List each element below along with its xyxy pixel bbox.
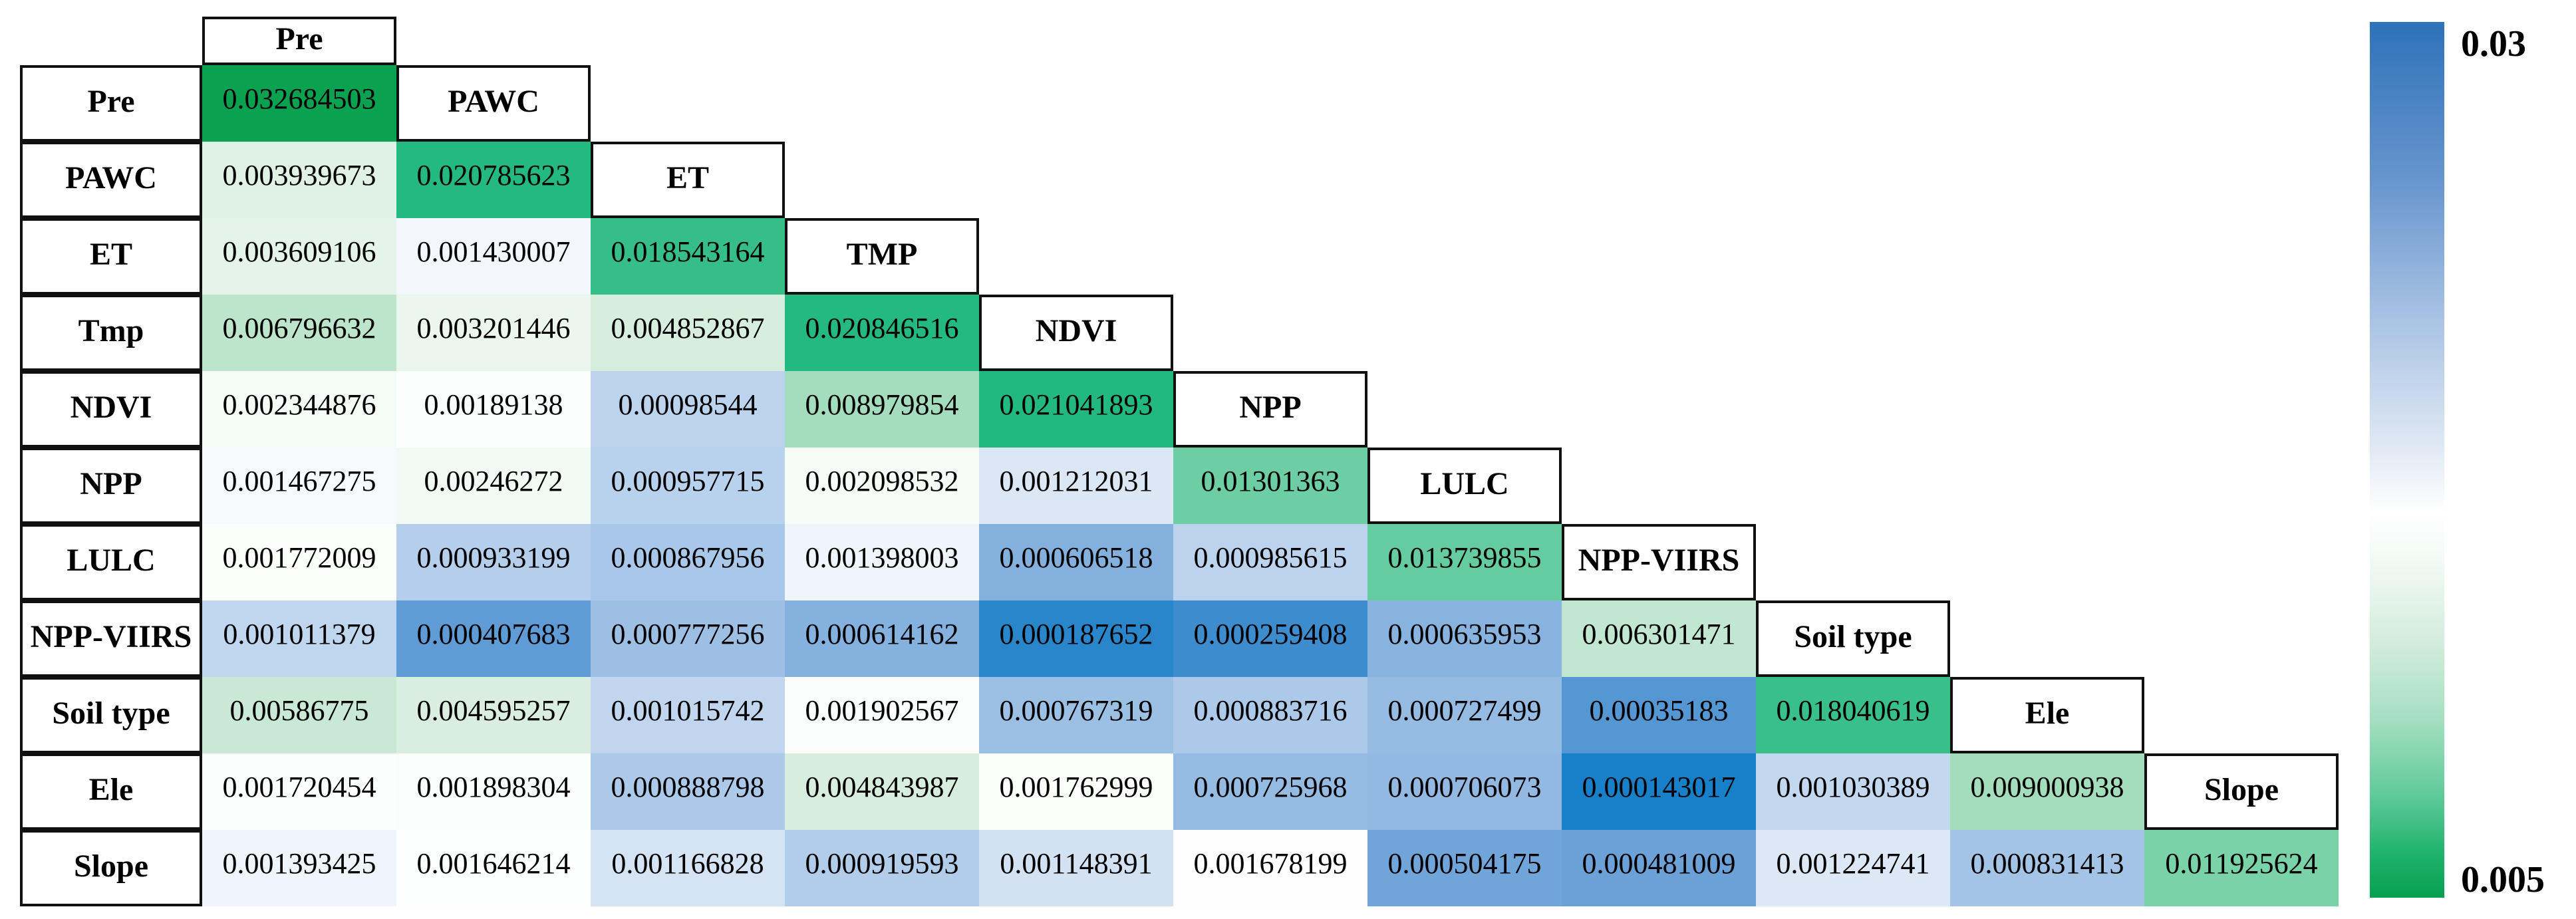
row-label-Tmp: Tmp <box>20 295 202 371</box>
row-label-ET: ET <box>20 218 202 295</box>
row-label-Slope: Slope <box>20 830 202 906</box>
matrix-cell-LULC-Pre: 0.001772009 <box>202 524 396 600</box>
matrix-cell-NPP-ET: 0.000957715 <box>591 448 785 524</box>
col-header-Slope: Slope <box>2144 753 2339 830</box>
matrix-cell-Ele-NPP: 0.000725968 <box>1173 753 1367 830</box>
matrix-cell-NPP-PAWC: 0.00246272 <box>396 448 591 524</box>
matrix-cell-NDVI-TMP: 0.008979854 <box>785 371 979 448</box>
matrix-cell-NPP-VIIRS-ET: 0.000777256 <box>591 600 785 677</box>
matrix-cell-LULC-ET: 0.000867956 <box>591 524 785 600</box>
matrix-cell-Ele-TMP: 0.004843987 <box>785 753 979 830</box>
matrix-cell-Soil type-Soil type: 0.018040619 <box>1756 677 1950 753</box>
matrix-cell-Soil type-LULC: 0.000727499 <box>1367 677 1562 753</box>
matrix-cell-NPP-VIIRS-NPP-VIIRS: 0.006301471 <box>1562 600 1756 677</box>
matrix-cell-NPP-VIIRS-TMP: 0.000614162 <box>785 600 979 677</box>
matrix-cell-Slope-NPP-VIIRS: 0.000481009 <box>1562 830 1756 906</box>
row-label-LULC: LULC <box>20 524 202 600</box>
matrix-cell-Slope-LULC: 0.000504175 <box>1367 830 1562 906</box>
row-label-NPP-VIIRS: NPP-VIIRS <box>20 600 202 677</box>
matrix-cell-NPP-VIIRS-LULC: 0.000635953 <box>1367 600 1562 677</box>
matrix-cell-LULC-TMP: 0.001398003 <box>785 524 979 600</box>
matrix-cell-Slope-Slope: 0.011925624 <box>2144 830 2339 906</box>
matrix-cell-Tmp-TMP: 0.020846516 <box>785 295 979 371</box>
matrix-cell-Ele-ET: 0.000888798 <box>591 753 785 830</box>
col-header-PAWC: PAWC <box>396 65 591 142</box>
matrix-cell-Ele-LULC: 0.000706073 <box>1367 753 1562 830</box>
row-label-PAWC: PAWC <box>20 142 202 218</box>
matrix-cell-LULC-LULC: 0.013739855 <box>1367 524 1562 600</box>
matrix-cell-Tmp-Pre: 0.006796632 <box>202 295 396 371</box>
matrix-cell-NPP-VIIRS-Pre: 0.001011379 <box>202 600 396 677</box>
matrix-cell-ET-PAWC: 0.001430007 <box>396 218 591 295</box>
colorbar-max-label: 0.03 <box>2461 23 2526 65</box>
matrix-cell-Soil type-NPP: 0.000883716 <box>1173 677 1367 753</box>
row-label-NDVI: NDVI <box>20 371 202 448</box>
matrix-cell-Slope-Ele: 0.000831413 <box>1950 830 2144 906</box>
matrix-cell-LULC-NPP: 0.000985615 <box>1173 524 1367 600</box>
matrix-cell-PAWC-PAWC: 0.020785623 <box>396 142 591 218</box>
matrix-cell-NPP-NPP: 0.01301363 <box>1173 448 1367 524</box>
matrix-cell-Slope-Pre: 0.001393425 <box>202 830 396 906</box>
matrix-cell-Ele-Soil type: 0.001030389 <box>1756 753 1950 830</box>
col-header-Pre: Pre <box>202 17 396 65</box>
matrix-cell-NPP-VIIRS-NPP: 0.000259408 <box>1173 600 1367 677</box>
row-label-NPP: NPP <box>20 448 202 524</box>
matrix-cell-NPP-NDVI: 0.001212031 <box>979 448 1173 524</box>
col-header-NDVI: NDVI <box>979 295 1173 371</box>
col-header-NPP-VIIRS: NPP-VIIRS <box>1562 524 1756 600</box>
matrix-cell-Soil type-PAWC: 0.004595257 <box>396 677 591 753</box>
matrix-cell-Ele-Ele: 0.009000938 <box>1950 753 2144 830</box>
matrix-cell-Slope-Soil type: 0.001224741 <box>1756 830 1950 906</box>
matrix-cell-LULC-NDVI: 0.000606518 <box>979 524 1173 600</box>
matrix-cell-NDVI-ET: 0.00098544 <box>591 371 785 448</box>
colorbar-min-label: 0.005 <box>2461 859 2545 900</box>
matrix-cell-Soil type-Pre: 0.00586775 <box>202 677 396 753</box>
col-header-NPP: NPP <box>1173 371 1367 448</box>
matrix-cell-LULC-PAWC: 0.000933199 <box>396 524 591 600</box>
col-header-Ele: Ele <box>1950 677 2144 753</box>
matrix-cell-Soil type-ET: 0.001015742 <box>591 677 785 753</box>
col-header-LULC: LULC <box>1367 448 1562 524</box>
matrix-cell-NPP-VIIRS-NDVI: 0.000187652 <box>979 600 1173 677</box>
matrix-cell-Ele-NDVI: 0.001762999 <box>979 753 1173 830</box>
matrix-cell-ET-ET: 0.018543164 <box>591 218 785 295</box>
matrix-cell-Soil type-NPP-VIIRS: 0.00035183 <box>1562 677 1756 753</box>
matrix-cell-ET-Pre: 0.003609106 <box>202 218 396 295</box>
colorbar-gradient <box>2370 22 2444 898</box>
matrix-cell-Slope-NDVI: 0.001148391 <box>979 830 1173 906</box>
matrix-cell-NDVI-NDVI: 0.021041893 <box>979 371 1173 448</box>
matrix-cell-NPP-TMP: 0.002098532 <box>785 448 979 524</box>
matrix-cell-Slope-ET: 0.001166828 <box>591 830 785 906</box>
matrix-cell-Slope-NPP: 0.001678199 <box>1173 830 1367 906</box>
matrix-cell-Ele-PAWC: 0.001898304 <box>396 753 591 830</box>
matrix-cell-Soil type-NDVI: 0.000767319 <box>979 677 1173 753</box>
matrix-cell-Tmp-ET: 0.004852867 <box>591 295 785 371</box>
row-label-Soil type: Soil type <box>20 677 202 753</box>
matrix-cell-Soil type-TMP: 0.001902567 <box>785 677 979 753</box>
matrix-cell-NPP-Pre: 0.001467275 <box>202 448 396 524</box>
matrix-cell-Slope-PAWC: 0.001646214 <box>396 830 591 906</box>
col-header-Soil type: Soil type <box>1756 600 1950 677</box>
matrix-cell-Pre-Pre: 0.032684503 <box>202 65 396 142</box>
matrix-cell-Ele-NPP-VIIRS: 0.000143017 <box>1562 753 1756 830</box>
matrix-cell-NPP-VIIRS-PAWC: 0.000407683 <box>396 600 591 677</box>
col-header-ET: ET <box>591 142 785 218</box>
matrix-cell-Slope-TMP: 0.000919593 <box>785 830 979 906</box>
row-label-Pre: Pre <box>20 65 202 142</box>
matrix-cell-NDVI-Pre: 0.002344876 <box>202 371 396 448</box>
row-label-Ele: Ele <box>20 753 202 830</box>
matrix-cell-NDVI-PAWC: 0.00189138 <box>396 371 591 448</box>
matrix-cell-PAWC-Pre: 0.003939673 <box>202 142 396 218</box>
matrix-cell-Ele-Pre: 0.001720454 <box>202 753 396 830</box>
matrix-cell-Tmp-PAWC: 0.003201446 <box>396 295 591 371</box>
col-header-TMP: TMP <box>785 218 979 295</box>
